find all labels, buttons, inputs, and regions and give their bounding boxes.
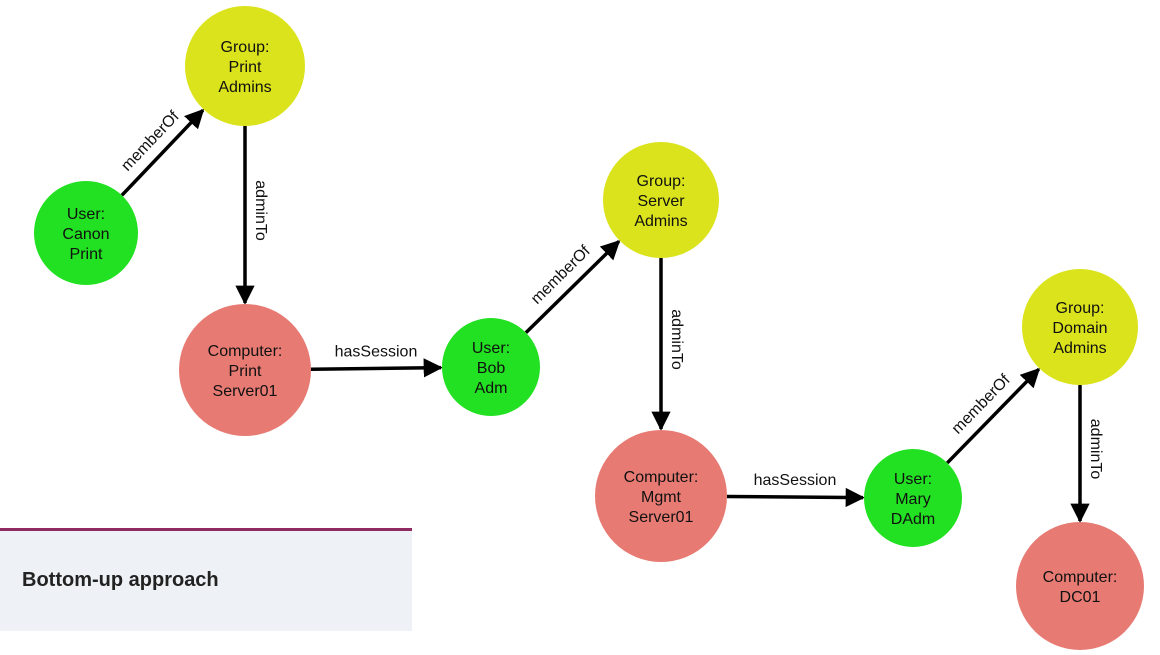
group-node-circle [185, 6, 305, 126]
node-label-line: Computer: [1043, 569, 1118, 586]
node-dc01[interactable]: Computer: DC01 [1016, 522, 1144, 650]
node-label-line: Group: [637, 173, 686, 190]
group-node-circle [603, 142, 719, 258]
edge-print-admins-to-print-server: adminTo [235, 126, 269, 305]
edge-domain-admins-to-dc01: adminTo [1070, 385, 1104, 523]
edge-print-server-to-bob: hasSession [310, 343, 443, 378]
user-node-circle [34, 181, 138, 285]
edge-label: hasSession [335, 343, 418, 360]
edge-mary-to-domain-admins: memberOf [945, 367, 1041, 465]
edge-mgmt-server-to-mary: hasSession [726, 472, 865, 508]
user-node-circle [442, 318, 540, 416]
edge-label: adminTo [1087, 419, 1104, 480]
node-label-line: User: [894, 471, 932, 488]
user-node-circle [864, 449, 962, 547]
computer-node-circle [1016, 522, 1144, 650]
computer-node-circle [595, 430, 727, 562]
node-label-line: User: [67, 206, 105, 223]
computer-node-circle [179, 304, 311, 436]
node-label-line: Domain [1052, 320, 1107, 337]
node-label-line: Print [229, 59, 262, 76]
node-label-line: User: [472, 340, 510, 357]
edge-canon-to-print-admins: memberOf [118, 108, 205, 197]
node-label-line: Group: [1056, 300, 1105, 317]
group-node-circle [1022, 269, 1138, 385]
node-label-line: Canon [62, 226, 109, 243]
node-label-line: DAdm [891, 511, 935, 528]
node-label-line: Adm [475, 380, 508, 397]
node-label-line: Computer: [624, 469, 699, 486]
node-label-line: Server [637, 193, 685, 210]
edge-bob-to-server-admins: memberOf [524, 239, 621, 334]
edge-label: adminTo [668, 309, 685, 370]
node-label-line: Admins [218, 79, 271, 96]
edge-server-admins-to-mgmt-server: adminTo [651, 258, 685, 431]
node-label-line: Admins [634, 213, 687, 230]
edge-label: hasSession [754, 472, 837, 489]
node-label-line: Print [229, 363, 262, 380]
edge-arrow [120, 108, 205, 197]
edge-arrow [726, 487, 865, 508]
edge-arrow [524, 239, 621, 334]
node-label-line: Server01 [213, 383, 278, 400]
node-label-line: Admins [1053, 340, 1106, 357]
node-label-line: Computer: [208, 343, 283, 360]
node-label-line: Server01 [629, 509, 694, 526]
edge-label: adminTo [252, 180, 269, 241]
node-label-line: DC01 [1060, 589, 1101, 606]
node-label-line: Mgmt [641, 489, 682, 506]
node-label-line: Group: [221, 39, 270, 56]
edge-arrow [310, 358, 443, 378]
node-label-line: Print [70, 246, 103, 263]
edge-arrow [945, 367, 1041, 465]
node-label-line: Bob [477, 360, 506, 377]
node-label-line: Mary [895, 491, 931, 508]
callout-text: Bottom-up approach [22, 569, 219, 591]
approach-callout: Bottom-up approach [0, 528, 412, 631]
